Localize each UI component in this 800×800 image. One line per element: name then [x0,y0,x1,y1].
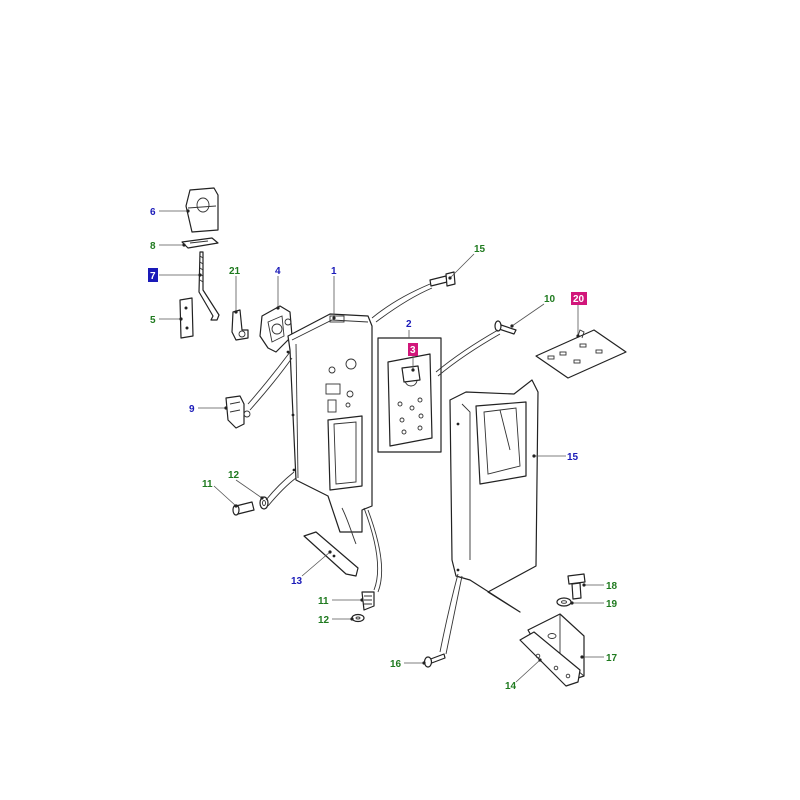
callout-14[interactable]: 15 [567,452,579,463]
callout-8[interactable]: 8 [150,241,156,252]
callout-17[interactable]: 14 [505,681,517,692]
callout-21[interactable]: 21 [229,266,241,277]
callout-16[interactable]: 17 [606,653,618,664]
part-8-gasket [181,237,219,249]
callout-10[interactable]: 10 [544,294,556,305]
callout-9[interactable]: 9 [189,404,195,415]
callout-19[interactable]: 19 [606,599,618,610]
callout-15-lower[interactable]: 16 [390,659,402,670]
part-1-pillar-panel [286,313,373,533]
callout-7-highlight [148,268,158,282]
callout-4[interactable]: 4 [275,266,281,277]
callout-3[interactable]: 3 [410,345,416,356]
callout-15-upper[interactable]: 15 [474,244,486,255]
part-11-bolt-lower [361,591,375,611]
part-6-latch-plate [185,187,219,233]
part-17-base-plate [519,631,581,687]
callout-12-lower[interactable]: 12 [318,615,330,626]
part-21-bracket [231,309,249,341]
part-7-rod [198,251,220,321]
callout-5[interactable]: 5 [150,315,156,326]
part-14-pillar-trim [449,379,539,613]
part-11-bolt-upper [232,501,255,516]
callout-1[interactable]: 1 [331,266,337,277]
part-9-catch [225,395,251,429]
callout-6[interactable]: 6 [150,207,156,218]
inset-box-part-2 [377,337,442,453]
callout-leader-lines [159,209,604,683]
part-10-screw [494,320,517,335]
part-19-washer [556,597,572,607]
part-13-wedge-plate [303,531,359,577]
callout-13[interactable]: 13 [291,576,303,587]
callout-11-lower[interactable]: 11 [318,596,329,607]
part-5-striker-plate [179,297,194,339]
callout-2[interactable]: 2 [406,319,412,330]
callout-7[interactable]: 7 [150,271,156,282]
part-12-washer-lower [351,613,365,623]
part-4-lock-mechanism [259,305,293,353]
callout-labels: 6 8 7 5 21 4 1 9 11 12 13 11 12 2 3 15 1… [148,207,618,692]
part-15-screw-upper [429,271,456,287]
part-18-bolt [567,573,586,600]
callout-20-highlight [571,292,587,305]
callout-12-upper[interactable]: 12 [228,470,240,481]
callout-11-upper[interactable]: 11 [202,479,213,490]
assembly-guide-lines [247,283,501,655]
callout-3-highlight [408,343,418,356]
callout-18[interactable]: 18 [606,581,618,592]
part-15-screw-lower [423,653,446,668]
callout-20[interactable]: 20 [573,294,585,305]
part-20-panel [535,329,627,379]
